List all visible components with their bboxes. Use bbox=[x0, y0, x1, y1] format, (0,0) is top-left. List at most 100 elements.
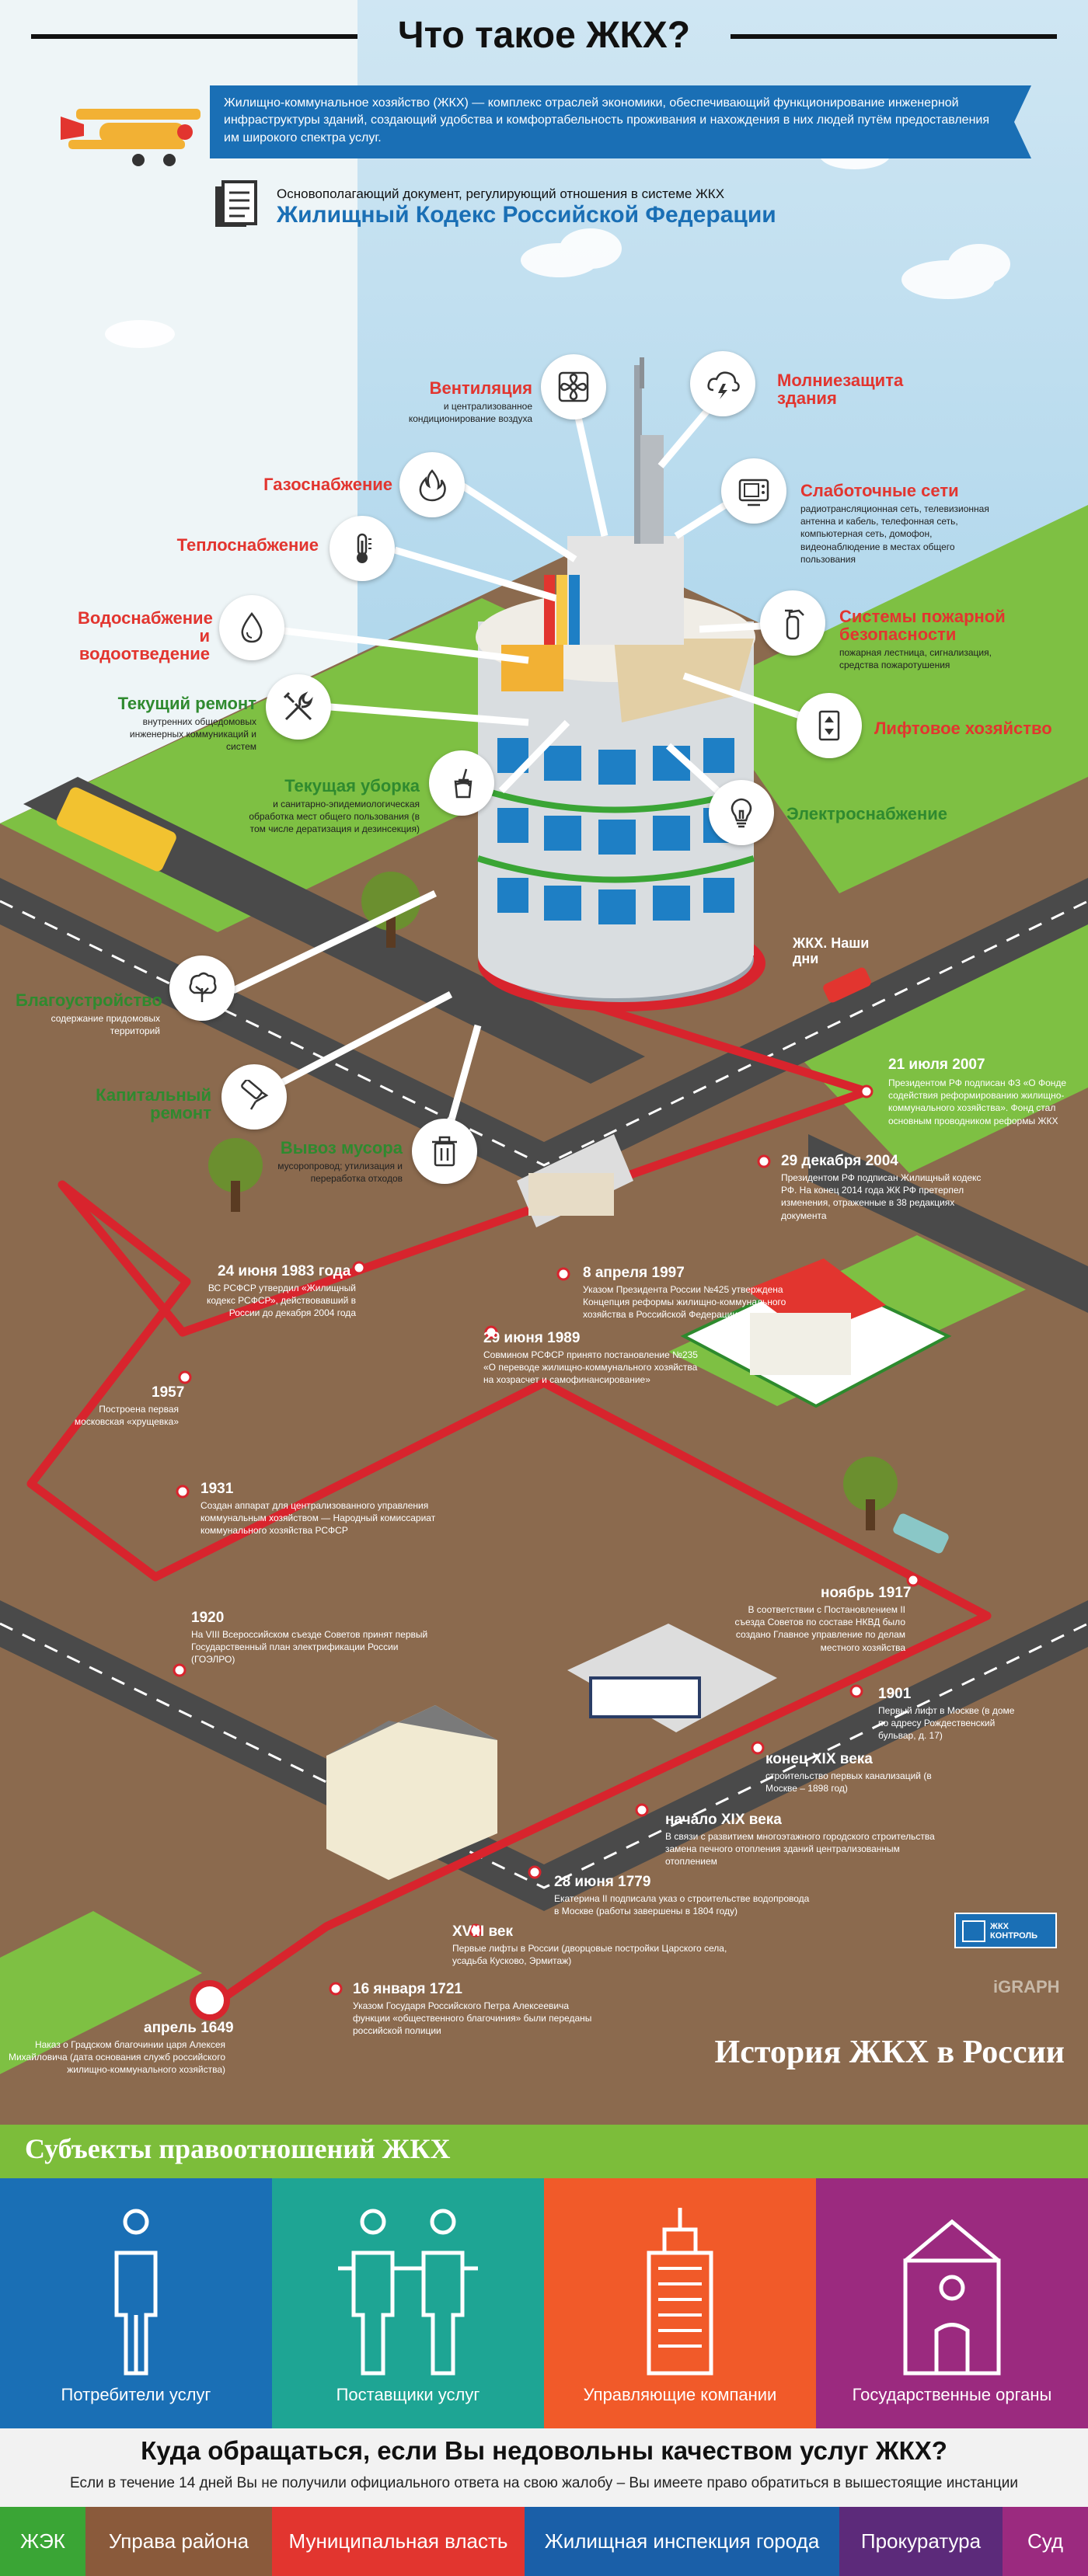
elevator-icon bbox=[818, 710, 840, 741]
broom-bucket-icon bbox=[454, 768, 473, 799]
complaint-step-label: Суд bbox=[1027, 2529, 1064, 2553]
lightbulb-icon bbox=[731, 798, 752, 828]
timeline-text: ВС РСФСР утвердил «Жилищный кодекс РСФСР… bbox=[206, 1283, 356, 1319]
lowcurrent-title: Слаботочные сети bbox=[800, 481, 959, 500]
lowcurrent-desc: радиотрансляционная сеть, телевизионная … bbox=[800, 503, 989, 565]
timeline-text: Наказ о Градском благочинии царя Алексея… bbox=[8, 2039, 225, 2076]
complaint-step-label: Управа района bbox=[108, 2529, 249, 2553]
timeline-date: 21 июля 2007 bbox=[888, 1057, 985, 1073]
fire-title: Системы пожарной безопасности bbox=[839, 607, 1006, 645]
cloud-lightning-icon bbox=[707, 371, 740, 399]
repair-title: Текущий ремонт bbox=[117, 694, 256, 713]
paint-roller-icon bbox=[241, 1080, 269, 1110]
timeline-date: 1901 bbox=[878, 1686, 912, 1702]
timeline-text: Указом Президента России №425 утверждена… bbox=[583, 1284, 786, 1321]
cleaning-title: Текущая уборка bbox=[284, 776, 420, 795]
page-title: Что такое ЖКХ? bbox=[397, 15, 691, 56]
timeline-date: XVIII век bbox=[452, 1923, 513, 1940]
complaint-step-label: Муниципальная власть bbox=[288, 2529, 508, 2553]
garbage-desc: мусоропровод; утилизация и переработка о… bbox=[277, 1161, 403, 1185]
zhkh-control-logo: ЖКХ КОНТРОЛЬ bbox=[954, 1913, 1057, 1948]
complaints-section: Куда обращаться, если Вы недовольны каче… bbox=[0, 2428, 1088, 2507]
thermometer-icon bbox=[357, 533, 371, 563]
water-title: Водоснабжение и водоотведение bbox=[78, 608, 213, 664]
history-title: История ЖКХ в России bbox=[714, 2035, 1065, 2070]
timeline-text: Создан аппарат для централизованного упр… bbox=[201, 1500, 436, 1537]
capital-circle bbox=[221, 1064, 287, 1130]
improvement-title: Благоустройство bbox=[16, 990, 162, 1010]
extinguisher-icon bbox=[785, 609, 804, 640]
subjects-title: Субъекты правоотношений ЖКХ bbox=[25, 2133, 451, 2164]
complaint-step-label: Жилищная инспекция города bbox=[544, 2529, 820, 2553]
electric-circle bbox=[709, 780, 774, 845]
timeline-date: 1931 bbox=[201, 1481, 234, 1497]
water-drop-icon bbox=[241, 611, 263, 643]
biplane-icon bbox=[61, 109, 201, 166]
complaint-step-label: ЖЭК bbox=[20, 2529, 65, 2553]
title-rule-right bbox=[731, 34, 1057, 39]
lowcurrent-circle bbox=[721, 458, 786, 524]
complaint-step-municipal[interactable]: Муниципальная власть bbox=[272, 2507, 525, 2576]
capital-title: Капитальный ремонт bbox=[96, 1085, 211, 1123]
timeline-date: ноябрь 1917 bbox=[821, 1585, 912, 1601]
heat-circle bbox=[330, 516, 395, 581]
timeline-date: 1920 bbox=[191, 1610, 225, 1626]
definition-text: Жилищно-коммунальное хозяйство (ЖКХ) — к… bbox=[224, 96, 990, 144]
subject-providers: Поставщики услуг bbox=[272, 2178, 544, 2428]
subject-label: Государственные органы bbox=[852, 2385, 1052, 2404]
complaint-step-inspection[interactable]: Жилищная инспекция города bbox=[525, 2507, 839, 2576]
improvement-circle bbox=[169, 956, 235, 1021]
subject-label: Поставщики услуг bbox=[336, 2385, 480, 2404]
complaint-step-prosecutor[interactable]: Прокуратура bbox=[839, 2507, 1003, 2576]
complaint-step-label: Прокуратура bbox=[860, 2529, 982, 2553]
government-building-icon bbox=[903, 2219, 1001, 2376]
igraph-logo: iGRAPH bbox=[993, 1977, 1060, 1996]
title-rule-left bbox=[31, 34, 357, 39]
complaint-step-zhek[interactable]: ЖЭК bbox=[0, 2507, 85, 2576]
timeline-text: Построена первая московская «хрущевка» bbox=[74, 1404, 179, 1428]
callout-lines bbox=[232, 390, 831, 1124]
grid-icon bbox=[962, 1920, 985, 1942]
garbage-title: Вывоз мусора bbox=[280, 1138, 403, 1157]
complaint-step-court[interactable]: Суд bbox=[1003, 2507, 1088, 2576]
tree-icon bbox=[189, 972, 217, 1002]
skyscraper-icon bbox=[647, 2208, 713, 2376]
ventilation-circle bbox=[541, 354, 606, 419]
timeline-text: Президентом РФ подписан ФЗ «О Фонде соде… bbox=[888, 1077, 1067, 1126]
timeline-date: 29 июня 1989 bbox=[483, 1330, 581, 1346]
timeline-text: Совмином РСФСР принято постановление №23… bbox=[483, 1349, 698, 1386]
complaint-step-district[interactable]: Управа района bbox=[85, 2507, 272, 2576]
person-icon bbox=[114, 2209, 158, 2376]
cleaning-circle bbox=[429, 750, 494, 816]
timeline-text: Екатерина II подписала указ о строительс… bbox=[554, 1893, 810, 1917]
subject-label: Потребители услуг bbox=[61, 2385, 211, 2404]
definition-banner: Жилищно-коммунальное хозяйство (ЖКХ) — к… bbox=[210, 85, 1014, 158]
nowadays-sign: ЖКХ. Наши дни bbox=[793, 935, 870, 966]
ventilation-title: Вентиляция bbox=[429, 378, 532, 398]
timeline-date: начало XIX века bbox=[665, 1812, 782, 1828]
timeline-date: 28 июня 1779 bbox=[554, 1874, 651, 1890]
timeline-date: 24 июня 1983 года bbox=[218, 1263, 351, 1279]
fire-circle bbox=[760, 590, 825, 656]
trash-bin-icon bbox=[432, 1136, 457, 1167]
subject-government: Государственные органы bbox=[816, 2178, 1088, 2428]
complaints-title: Куда обращаться, если Вы недовольны каче… bbox=[141, 2436, 947, 2465]
lightning-title: Молниезащита здания bbox=[777, 371, 904, 409]
cleaning-desc: и санитарно-эпидемиологическая обработка… bbox=[249, 799, 420, 835]
complaints-subtitle: Если в течение 14 дней Вы не получили оф… bbox=[70, 2475, 1018, 2491]
ventilation-desc: и централизованное кондиционирование воз… bbox=[408, 401, 532, 425]
lift-title: Лифтовое хозяйство bbox=[874, 719, 1052, 738]
timeline-text: В связи с развитием многоэтажного городс… bbox=[665, 1831, 935, 1868]
fan-icon bbox=[558, 371, 589, 402]
timeline-date: 8 апреля 1997 bbox=[583, 1265, 685, 1281]
tools-icon bbox=[283, 691, 313, 721]
document-icon bbox=[215, 180, 257, 227]
fire-desc: пожарная лестница, сигнализация, средств… bbox=[839, 647, 992, 671]
flame-icon bbox=[419, 469, 446, 502]
timeline-text: На VIII Всероссийском съезде Советов при… bbox=[191, 1629, 428, 1666]
gas-title: Газоснабжение bbox=[263, 475, 392, 494]
doc-intro: Основополагающий документ, регулирующий … bbox=[277, 186, 725, 201]
timeline-text: В соответствии с Постановлением II съезд… bbox=[734, 1604, 905, 1653]
tv-icon bbox=[738, 479, 769, 506]
subject-consumers: Потребители услуг bbox=[0, 2178, 272, 2428]
